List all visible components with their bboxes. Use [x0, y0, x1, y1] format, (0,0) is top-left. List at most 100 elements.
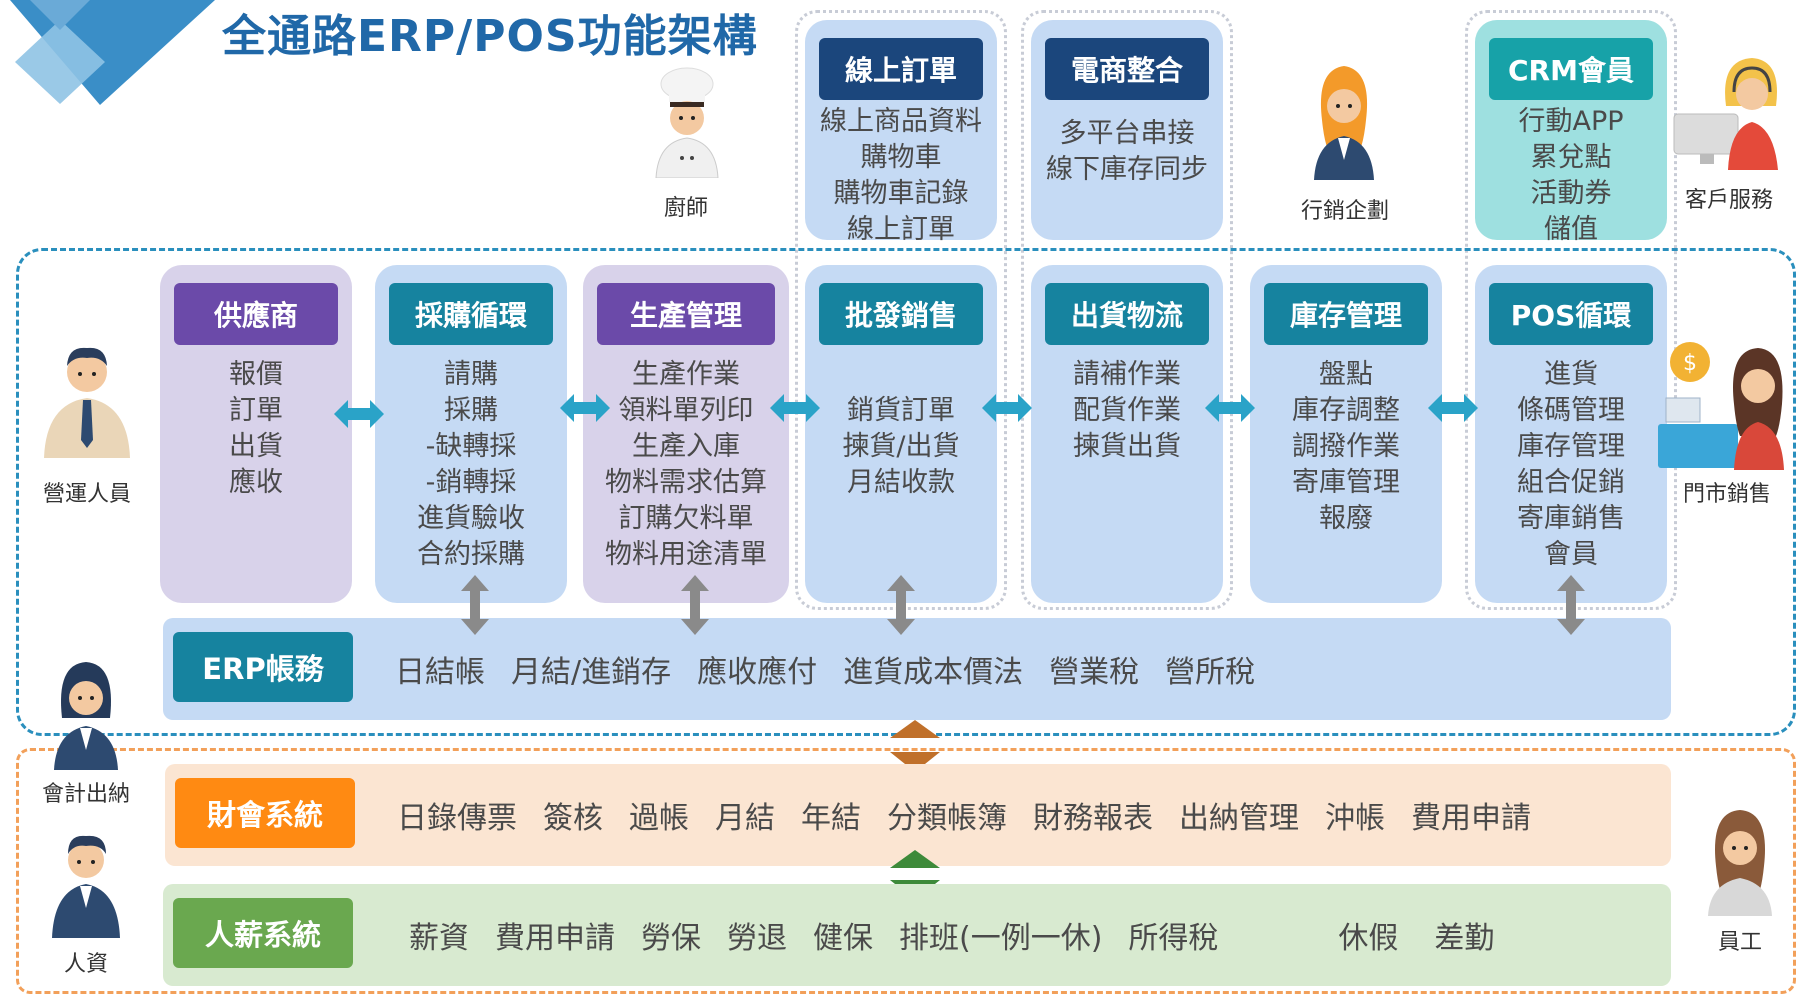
module-item: 生產作業: [632, 359, 740, 390]
chef-icon: [655, 67, 719, 178]
updown-arrow-icon: [461, 575, 489, 635]
marketer-icon: [1314, 66, 1374, 180]
hr-item: 排班(一例一休): [899, 921, 1103, 956]
module-item: 進貨驗收: [417, 503, 525, 534]
module-item: 合約採購: [417, 539, 525, 570]
module-item: 寄庫銷售: [1517, 503, 1625, 534]
module-items: 請購 採購 -缺轉採 -銷轉採 進貨驗收 合約採購: [375, 357, 567, 573]
hr-item: 所得稅: [1128, 921, 1219, 956]
module-header: 採購循環: [389, 283, 553, 345]
module-header: 庫存管理: [1264, 283, 1428, 345]
hr-label-person: 人資: [63, 952, 108, 977]
module-item: 組合促銷: [1517, 467, 1625, 498]
updown-arrow-icon: [890, 720, 940, 772]
erp-band[interactable]: ERP帳務 日結帳 月結/進銷存 應收應付 進貨成本價法 營業稅 營所稅: [163, 618, 1671, 720]
module-item: 線上商品資料: [820, 106, 982, 137]
finance-item: 月結: [715, 801, 775, 836]
finance-items: 日錄傳票 簽核 過帳 月結 年結 分類帳簿 財務報表 出納管理 沖帳 費用申請: [397, 764, 1557, 866]
double-arrow-icon: [560, 394, 610, 422]
finance-item: 過帳: [629, 801, 689, 836]
module-purchasing[interactable]: 採購循環 請購 採購 -缺轉採 -銷轉採 進貨驗收 合約採購: [375, 265, 567, 603]
finance-item: 簽核: [543, 801, 603, 836]
module-item: -銷轉採: [425, 467, 517, 498]
store-clerk-icon: $: [1658, 342, 1784, 470]
operator-icon: [44, 347, 130, 458]
module-header: 線上訂單: [819, 38, 983, 100]
module-item: 調撥作業: [1292, 431, 1400, 462]
updown-arrow-icon: [1557, 575, 1585, 635]
erp-item: 月結/進銷存: [511, 655, 672, 690]
module-item: -缺轉採: [425, 431, 517, 462]
module-production[interactable]: 生產管理 生產作業 領料單列印 生產入庫 物料需求估算 訂購欠料單 物料用途清單: [583, 265, 789, 603]
module-items: 進貨 條碼管理 庫存管理 組合促銷 寄庫銷售 會員: [1475, 357, 1667, 573]
module-items: 線上商品資料 購物車 購物車記錄 線上訂單: [805, 104, 997, 248]
finance-item: 分類帳簿: [887, 801, 1007, 836]
double-arrow-icon: [770, 394, 820, 422]
module-items: 行動APP 累兌點 活動券 儲值: [1475, 104, 1667, 248]
module-items: 銷貨訂單 揀貨/出貨 月結收款: [805, 393, 997, 501]
double-arrow-icon: [982, 394, 1032, 422]
double-arrow-icon: [334, 400, 384, 428]
module-inventory[interactable]: 庫存管理 盤點 庫存調整 調撥作業 寄庫管理 報廢: [1250, 265, 1442, 603]
marketing-label: 行銷企劃: [1300, 199, 1389, 224]
module-item: 活動券: [1530, 178, 1612, 209]
module-wholesale[interactable]: 批發銷售 銷貨訂單 揀貨/出貨 月結收款: [805, 265, 997, 603]
module-supplier[interactable]: 供應商 報價 訂單 出貨 應收: [160, 265, 352, 603]
module-item: 庫存管理: [1517, 431, 1625, 462]
module-header: POS循環: [1489, 283, 1653, 345]
module-crm[interactable]: CRM會員 行動APP 累兌點 活動券 儲值: [1475, 20, 1667, 245]
finance-item: 年結: [801, 801, 861, 836]
finance-label: 財會系統: [175, 778, 355, 848]
erp-label: ERP帳務: [173, 632, 353, 702]
erp-item: 應收應付: [697, 655, 818, 690]
module-header: CRM會員: [1489, 38, 1653, 100]
employee-icon: [1708, 810, 1772, 916]
module-pos[interactable]: POS循環 進貨 條碼管理 庫存管理 組合促銷 寄庫銷售 會員: [1475, 265, 1667, 603]
module-item: 進貨: [1544, 359, 1598, 390]
erp-item: 進貨成本價法: [843, 655, 1024, 690]
erp-item: 營所稅: [1165, 655, 1256, 690]
module-header: 供應商: [174, 283, 338, 345]
module-item: 揀貨出貨: [1073, 431, 1181, 462]
accounting-label: 會計出納: [41, 782, 130, 807]
module-item: 盤點: [1319, 359, 1373, 390]
hr-item: 休假: [1338, 921, 1399, 956]
hr-item: 差勤: [1434, 921, 1495, 956]
module-online-orders[interactable]: 線上訂單 線上商品資料 購物車 購物車記錄 線上訂單: [805, 20, 997, 245]
module-items: 報價 訂單 出貨 應收: [160, 357, 352, 501]
finance-band[interactable]: 財會系統 日錄傳票 簽核 過帳 月結 年結 分類帳簿 財務報表 出納管理 沖帳 …: [165, 764, 1671, 866]
finance-item: 財務報表: [1033, 801, 1153, 836]
module-logistics[interactable]: 出貨物流 請補作業 配貨作業 揀貨出貨: [1031, 265, 1223, 603]
module-ecommerce[interactable]: 電商整合 多平台串接 線下庫存同步: [1031, 20, 1223, 240]
module-item: 購物車記錄: [833, 178, 969, 209]
chef-label: 廚師: [663, 196, 708, 221]
employee-label: 員工: [1717, 930, 1762, 955]
module-item: 儲值: [1544, 214, 1598, 245]
module-item: 應收: [229, 467, 283, 498]
module-items: 多平台串接 線下庫存同步: [1031, 116, 1223, 188]
hr-item: 薪資: [409, 921, 469, 956]
module-item: 生產入庫: [632, 431, 740, 462]
hr-band[interactable]: 人薪系統 薪資 費用申請 勞保 勞退 健保 排班(一例一休) 所得稅 休假 差勤: [163, 884, 1671, 986]
module-items: 請補作業 配貨作業 揀貨出貨: [1031, 357, 1223, 465]
finance-item: 沖帳: [1325, 801, 1385, 836]
module-item: 訂購欠料單: [618, 503, 754, 534]
support-agent-icon: [1673, 58, 1778, 170]
updown-arrow-icon: [887, 575, 915, 635]
hr-items: 薪資 費用申請 勞保 勞退 健保 排班(一例一休) 所得稅 休假 差勤: [409, 884, 1520, 986]
module-item: 請補作業: [1073, 359, 1181, 390]
module-item: 報廢: [1319, 503, 1373, 534]
erp-items: 日結帳 月結/進銷存 應收應付 進貨成本價法 營業稅 營所稅: [395, 618, 1281, 720]
hr-item: 勞退: [727, 921, 787, 956]
module-items: 生產作業 領料單列印 生產入庫 物料需求估算 訂購欠料單 物料用途清單: [583, 357, 789, 573]
hr-label: 人薪系統: [173, 898, 353, 968]
operations-label: 營運人員: [42, 482, 131, 507]
hr-person-icon: [52, 835, 120, 938]
module-item: 請購: [444, 359, 498, 390]
accountant-icon: [54, 662, 118, 770]
double-arrow-icon: [1205, 394, 1255, 422]
module-item: 物料需求估算: [605, 467, 767, 498]
module-item: 線下庫存同步: [1046, 154, 1208, 185]
module-item: 採購: [444, 395, 498, 426]
module-item: 條碼管理: [1517, 395, 1625, 426]
